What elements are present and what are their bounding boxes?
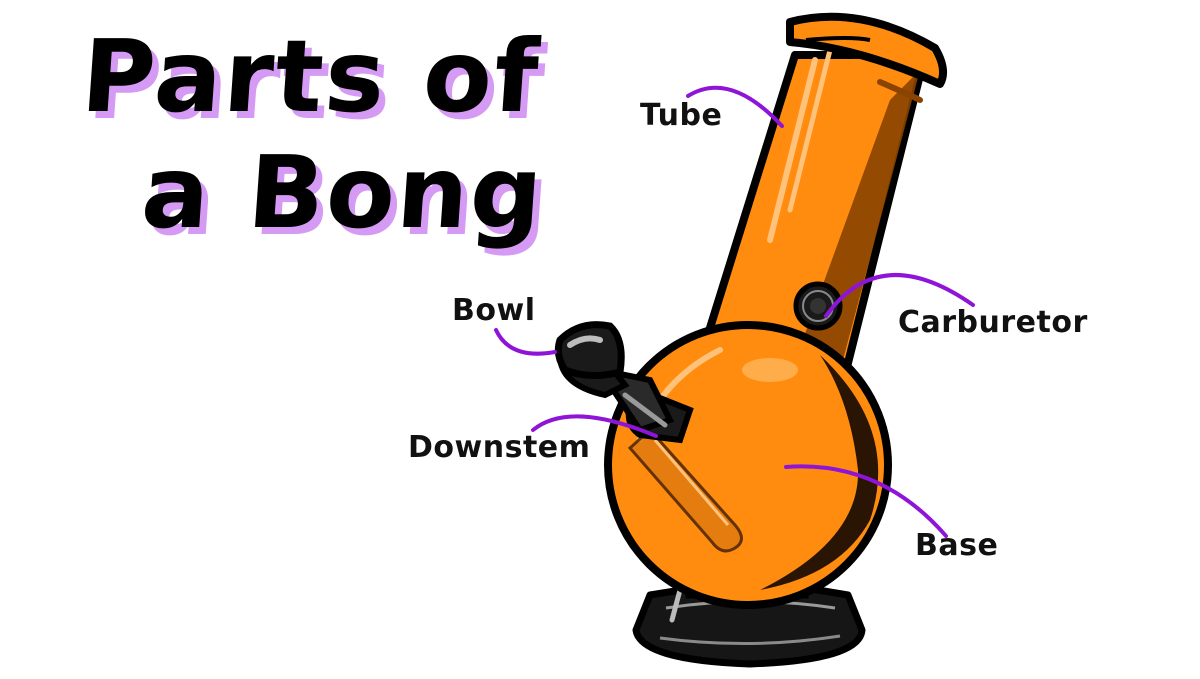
downstem-shape <box>627 427 743 553</box>
leader-lines <box>494 85 975 538</box>
base-leader-line <box>784 464 948 538</box>
label-tube: Tube <box>640 98 723 133</box>
tube-leader-line <box>686 85 784 128</box>
label-base: Base <box>915 528 999 563</box>
label-bowl: Bowl <box>452 293 536 328</box>
label-downstem: Downstem <box>408 430 591 465</box>
downstem-leader-line <box>531 414 658 438</box>
base-globe <box>604 321 892 609</box>
label-carburetor: Carburetor <box>898 305 1088 340</box>
bowl-leader-line <box>494 328 557 356</box>
bowl-shape <box>554 321 694 444</box>
carburetor-leader-line <box>824 273 975 318</box>
carburetor-shape <box>793 281 843 331</box>
